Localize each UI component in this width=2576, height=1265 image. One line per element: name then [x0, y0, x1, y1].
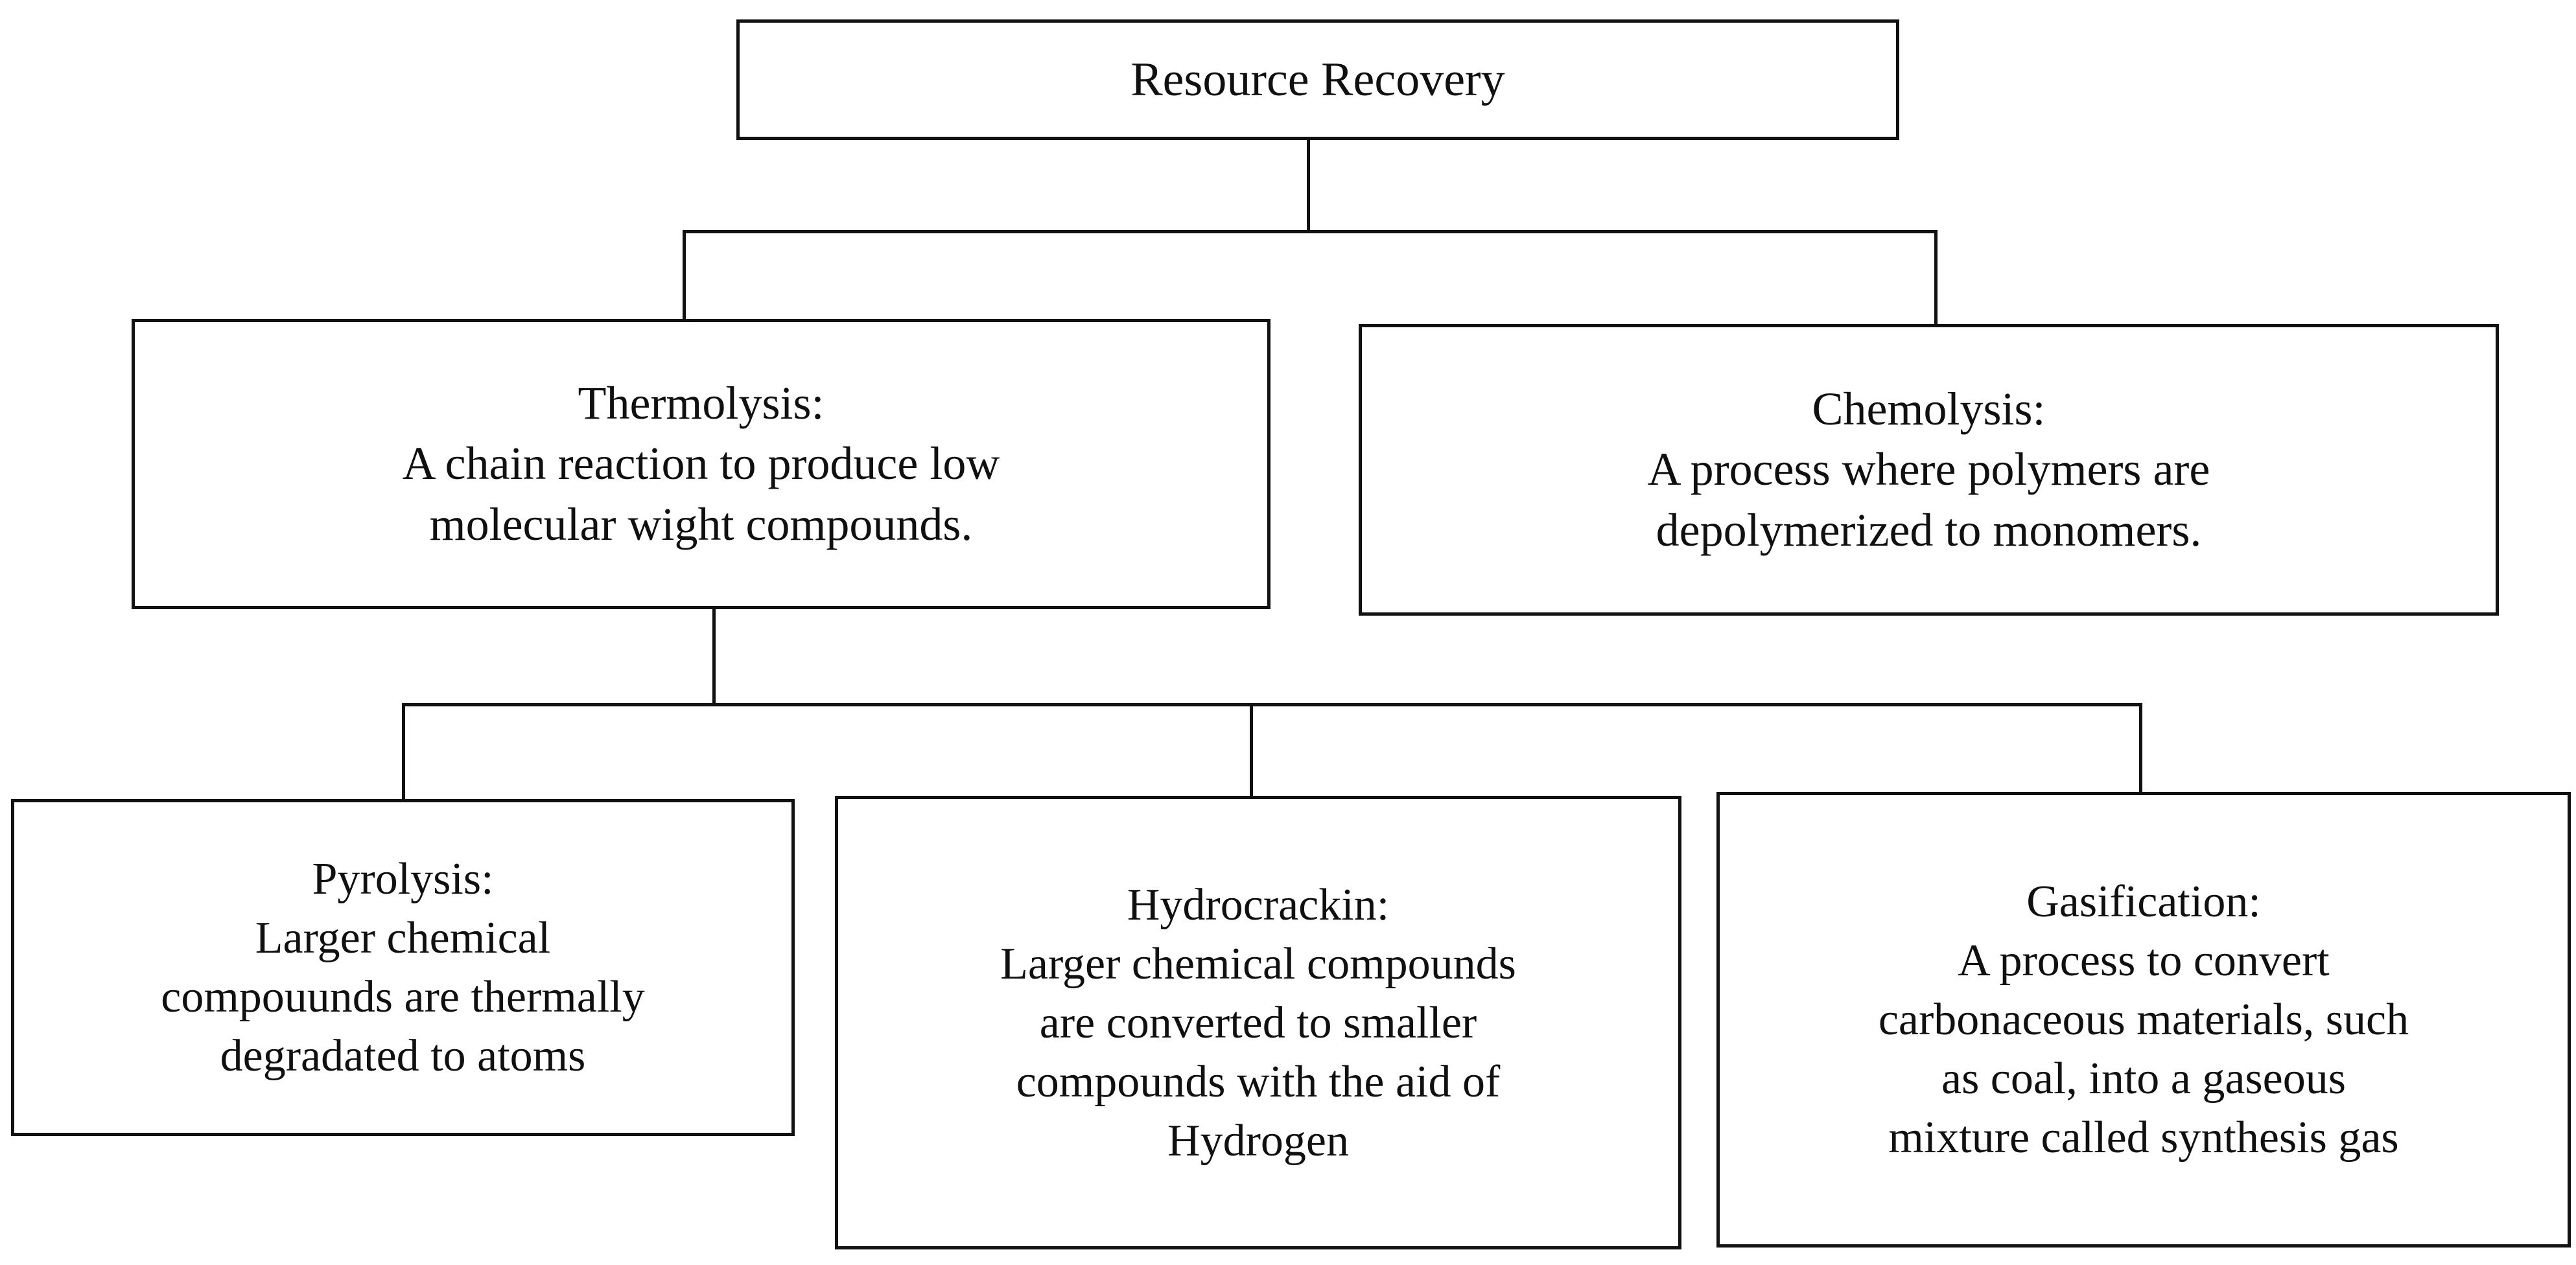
node-hydrocracking-body-line-4: Hydrogen	[1167, 1115, 1349, 1166]
node-gasification-body-line-1: A process to convert	[1958, 936, 2330, 986]
node-gasification[interactable]: Gasification: A process to convert carbo…	[1716, 792, 2571, 1248]
node-gasification-heading: Gasification:	[2026, 877, 2261, 927]
node-thermolysis-body-line-2: molecular wight compounds.	[429, 498, 973, 550]
node-root-label: Resource Recovery	[1130, 52, 1505, 106]
node-chemolysis[interactable]: Chemolysis: A process where polymers are…	[1359, 324, 2499, 616]
node-pyrolysis-heading: Pyrolysis:	[312, 854, 494, 904]
node-pyrolysis-body-line-1: Larger chemical	[255, 913, 551, 963]
node-chemolysis-body-line-2: depolymerized to monomers.	[1656, 504, 2202, 556]
node-gasification-body-line-3: as coal, into a gaseous	[1941, 1054, 2346, 1104]
node-hydrocracking[interactable]: Hydrocrackin: Larger chemical compounds …	[835, 796, 1681, 1249]
node-gasification-body-line-4: mixture called synthesis gas	[1888, 1113, 2399, 1163]
node-hydrocracking-heading: Hydrocrackin:	[1127, 879, 1390, 930]
node-chemolysis-body-line-1: A process where polymers are	[1647, 443, 2210, 496]
node-hydrocracking-body-line-3: compounds with the aid of	[1016, 1056, 1501, 1107]
node-pyrolysis[interactable]: Pyrolysis: Larger chemical compouunds ar…	[11, 799, 795, 1136]
connector-root-stem	[1307, 140, 1310, 233]
node-pyrolysis-body-line-2: compouunds are thermally	[161, 972, 645, 1022]
connector-level2-bar	[683, 230, 1938, 233]
connector-to-thermolysis	[683, 230, 686, 321]
connector-thermolysis-stem	[712, 609, 716, 705]
connector-to-gasification	[2139, 703, 2142, 794]
connector-to-chemolysis	[1934, 230, 1938, 326]
node-thermolysis[interactable]: Thermolysis: A chain reaction to produce…	[132, 319, 1270, 609]
node-gasification-body-line-2: carbonaceous materials, such	[1878, 995, 2409, 1045]
node-hydrocracking-body-line-1: Larger chemical compounds	[1000, 938, 1516, 989]
connector-level3-bar	[402, 703, 2142, 706]
node-thermolysis-heading: Thermolysis:	[578, 377, 825, 429]
connector-to-pyrolysis	[402, 703, 405, 801]
node-pyrolysis-body-line-3: degradated to atoms	[220, 1031, 586, 1081]
node-thermolysis-body-line-1: A chain reaction to produce low	[402, 437, 1000, 490]
node-resource-recovery[interactable]: Resource Recovery	[736, 19, 1899, 140]
connector-to-hydrocracking	[1250, 703, 1253, 798]
node-hydrocracking-body-line-2: are converted to smaller	[1039, 997, 1477, 1048]
node-chemolysis-heading: Chemolysis:	[1812, 382, 2046, 435]
